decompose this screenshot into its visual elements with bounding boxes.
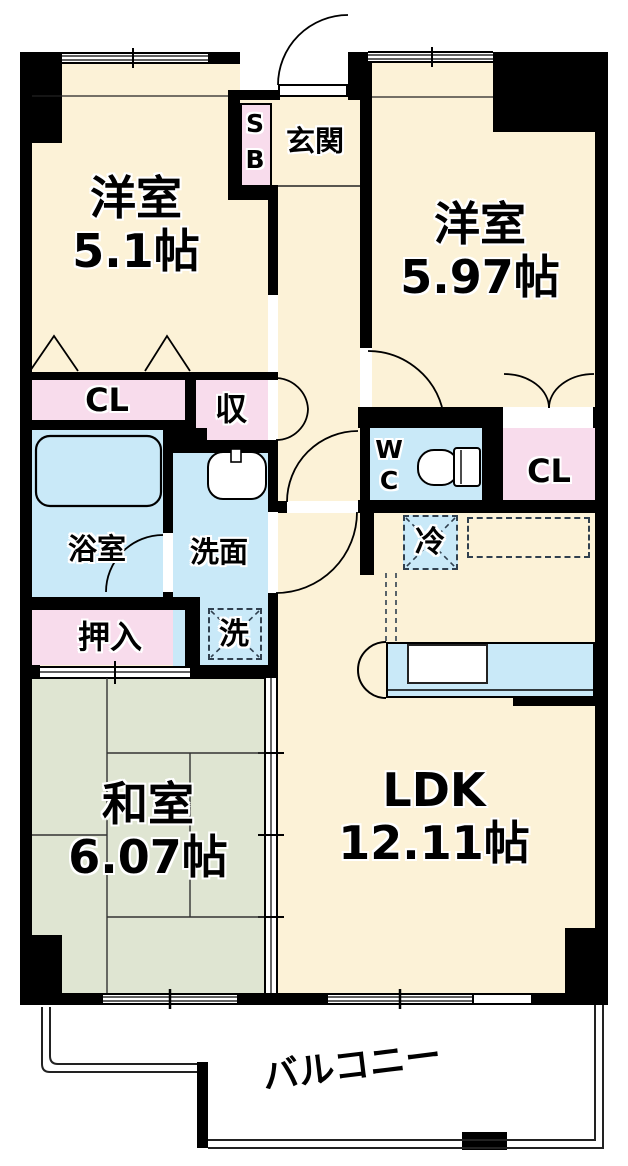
wall-oshiire-bottom-a <box>20 665 40 679</box>
wall-oshiire-right <box>185 597 200 678</box>
west-room-2-name: 洋室 <box>434 197 526 251</box>
wall-block-top-left <box>20 52 62 143</box>
storage-box <box>196 380 268 440</box>
storage-door-opening <box>268 380 278 440</box>
window-tatami-bottom <box>103 993 237 1005</box>
entrance-label: 玄関 <box>285 124 344 158</box>
wall-room2-bottom-a <box>358 407 503 428</box>
futon-closet-box <box>32 610 185 665</box>
wall-sb-bottom <box>228 185 278 200</box>
west-room-2-label: 洋室 5.97帖 <box>360 197 600 305</box>
entrance-recess-outside <box>240 0 348 90</box>
bathroom-floor <box>32 430 163 597</box>
window-room1-top <box>62 52 208 64</box>
shoe-box-label: SB <box>245 109 265 175</box>
wall-right <box>595 52 608 1005</box>
kitchen-dashed-counter <box>467 517 590 558</box>
wall-bottom-c <box>533 993 608 1005</box>
balcony-divider-wall <box>197 1062 208 1148</box>
west-room-1-name: 洋室 <box>90 171 182 225</box>
wall-entry-left <box>228 90 240 200</box>
wall-ldk-top <box>358 500 608 513</box>
wall-bath-top <box>20 420 196 430</box>
west-room-2-size: 5.97帖 <box>400 250 560 305</box>
ldk-size: 12.11帖 <box>338 816 530 871</box>
closet-left-box <box>30 380 185 420</box>
wall-hall-right <box>360 52 372 348</box>
west-room-1-label: 洋室 5.1帖 <box>16 171 256 279</box>
wall-room1-bottom <box>20 372 278 380</box>
wall-bath-right-a <box>163 430 173 533</box>
entrance-door-leaf <box>278 84 348 97</box>
hall-ldk-opening <box>287 501 358 513</box>
wall-bottom-b <box>237 993 328 1005</box>
kitchen-sink <box>407 644 488 684</box>
room1-door-opening <box>268 295 278 372</box>
closet-right-box <box>503 428 595 500</box>
wall-kitchen-stub <box>360 513 374 575</box>
wall-left <box>20 52 32 1005</box>
wall-hall-bottom-stub <box>268 501 287 513</box>
closet-left-label: CL <box>85 381 129 419</box>
wall-cl-storage-divider <box>185 372 196 442</box>
wc-label: WC <box>375 435 403 496</box>
tatami-room-name: 和室 <box>102 777 194 831</box>
closet-right-opening <box>503 407 593 428</box>
ldk-name: LDK <box>382 763 486 817</box>
room2-door-opening <box>360 348 372 407</box>
washroom-label: 洗面 <box>189 535 248 569</box>
bathroom-label: 浴室 <box>67 532 126 566</box>
wall-hall-left-d <box>268 593 278 678</box>
wall-wc-left <box>360 428 370 513</box>
bath-door-opening <box>163 533 173 592</box>
wall-entry-top <box>228 90 280 100</box>
tatami-room-size: 6.07帖 <box>68 830 228 885</box>
wall-oshiire-bottom-b <box>190 665 268 679</box>
tatami-room-label: 和室 6.07帖 <box>28 777 268 885</box>
west-room-1-size: 5.1帖 <box>72 224 200 279</box>
wall-storage-bottom <box>185 440 278 453</box>
balcony-label: バルコニー <box>260 1035 444 1098</box>
wall-bottom-a <box>20 993 103 1005</box>
wall-counter-bottom <box>513 698 595 706</box>
washer-space-label: 洗 <box>219 617 249 652</box>
washroom-door-opening <box>268 512 278 593</box>
window-room2-top <box>368 51 493 63</box>
wall-hall-left-c <box>268 440 278 512</box>
ldk-label: LDK 12.11帖 <box>314 763 554 871</box>
window-ldk-bottom-fixed <box>472 993 533 1005</box>
window-ldk-bottom <box>328 993 472 1005</box>
futon-closet-label: 押入 <box>77 618 142 656</box>
wall-top-a <box>208 52 240 64</box>
fridge-space-label: 冷 <box>415 525 445 560</box>
wall-hall-left-a <box>268 185 278 295</box>
futon-closet-sliding-door <box>40 666 190 679</box>
wall-block-top-right <box>493 52 608 132</box>
wall-wc-cl-divider <box>482 428 503 513</box>
closet-right-label: CL <box>527 452 571 490</box>
wall-room2-bottom-b <box>593 407 608 428</box>
wall-bath-bottom <box>20 597 200 610</box>
balcony-block <box>462 1132 507 1150</box>
wall-block-bottom-right <box>565 928 608 1005</box>
storage-label: 収 <box>214 390 247 428</box>
